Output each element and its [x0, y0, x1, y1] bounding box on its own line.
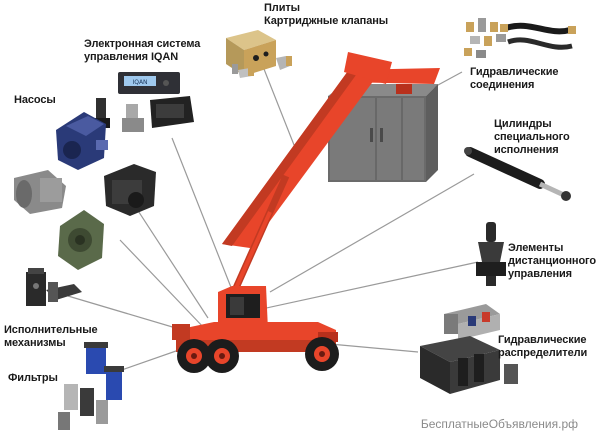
cartridge-valve-plate-picture	[226, 30, 292, 78]
label-control-line1: Электронная система	[84, 38, 201, 50]
label-remote-line2: дистанционного	[508, 255, 597, 267]
special-cylinder-picture	[464, 147, 571, 201]
label-filters: Фильтры	[8, 372, 58, 385]
leader-plates	[261, 63, 297, 151]
label-control-line2: управления IQAN	[84, 51, 179, 63]
label-fittings-line2: соединения	[470, 79, 535, 91]
hydraulic-fittings-picture	[464, 18, 576, 58]
operator-cab	[218, 286, 268, 330]
iqan-control-picture: IQAN	[94, 72, 194, 132]
label-special-cylinders: Цилиндры специального исполнения	[494, 118, 570, 157]
label-pumps-line1: Насосы	[14, 94, 56, 106]
label-actuators: Исполнительные механизмы	[4, 324, 98, 350]
label-hydraulic-valves: Гидравлические распределители	[498, 334, 587, 360]
label-plates-line2: Картриджные клапаны	[264, 15, 389, 27]
label-pumps: Насосы	[14, 94, 56, 107]
wheels	[177, 337, 339, 373]
leader-remote	[247, 261, 479, 313]
filters-picture	[58, 342, 124, 430]
label-remote-line1: Элементы	[508, 242, 564, 254]
label-cylinders-line2: специального	[494, 131, 570, 143]
label-fittings-line1: Гидравлические	[470, 66, 559, 78]
joystick-picture	[476, 222, 506, 286]
watermark: БесплатныеОбъявления.рф	[420, 417, 578, 431]
label-hydraulic-fittings: Гидравлические соединения	[470, 66, 558, 92]
directional-valves-picture	[420, 304, 518, 394]
label-cylinders-line1: Цилиндры	[494, 118, 552, 130]
label-remote-control-elements: Элементы дистанционного управления	[508, 242, 596, 281]
label-valves-line1: Гидравлические	[498, 334, 587, 346]
label-filters-line1: Фильтры	[8, 372, 58, 384]
label-remote-line3: управления	[508, 268, 573, 280]
leader-pump-lower	[119, 239, 207, 331]
label-cylinders-line3: исполнения	[494, 144, 559, 156]
leader-control	[171, 137, 237, 301]
label-plates-line1: Плиты	[264, 2, 300, 14]
actuators-picture	[26, 268, 82, 306]
pumps-picture	[14, 112, 156, 270]
leader-cylinders	[269, 173, 475, 293]
label-plates-cartridge-valves: Плиты Картриджные клапаны	[264, 2, 388, 28]
iqan-display-text: IQAN	[132, 79, 147, 86]
label-actuators-line1: Исполнительные	[4, 324, 98, 336]
reach-stacker-crane	[172, 52, 440, 373]
label-actuators-line2: механизмы	[4, 337, 66, 349]
label-electronic-control: Электронная система управления IQAN	[84, 38, 200, 64]
label-valves-line2: распределители	[498, 347, 588, 359]
